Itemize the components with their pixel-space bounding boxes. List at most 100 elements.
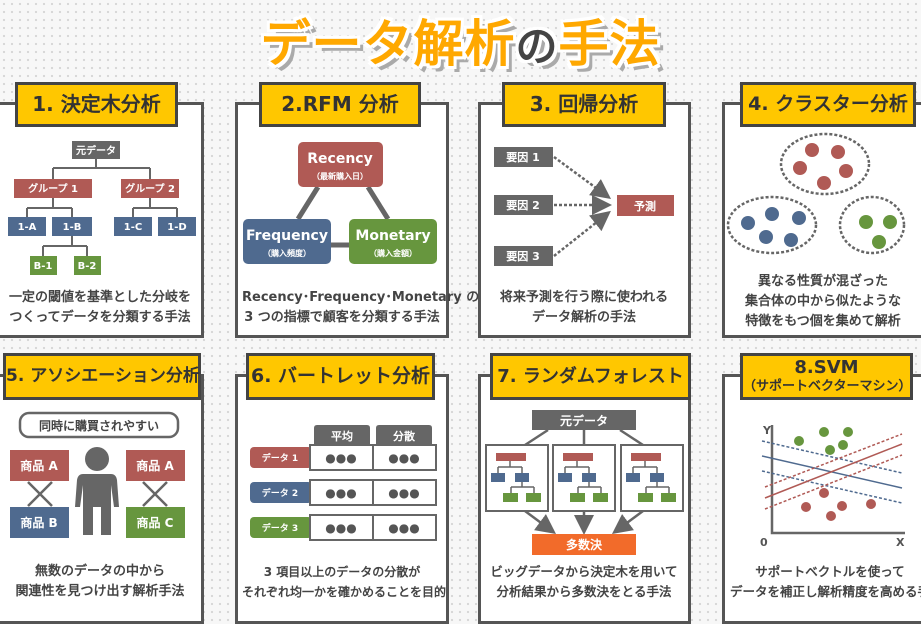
tree-sub-node — [30, 256, 57, 275]
svg-text:データ 3: データ 3 — [262, 522, 298, 534]
svg-text:要因 1: 要因 1 — [506, 151, 539, 164]
rfm-recency-node — [298, 142, 383, 187]
svg-text:商品 A: 商品 A — [136, 458, 174, 473]
mini-tree — [485, 444, 549, 512]
person-icon — [75, 447, 119, 535]
svg-text:●●●: ●●● — [388, 451, 419, 465]
svg-text:商品 C: 商品 C — [137, 515, 174, 530]
co-purchase-bubble — [18, 411, 180, 439]
svg-text:●●●: ●●● — [325, 521, 356, 535]
svg-text:●●●: ●●● — [388, 486, 419, 500]
rfm-connectors — [295, 185, 391, 248]
svg-text:データ 2: データ 2 — [262, 487, 298, 499]
svg-text:要因 3: 要因 3 — [506, 250, 539, 263]
svg-text:Recency: Recency — [307, 151, 372, 167]
svg-text:商品 A: 商品 A — [20, 458, 58, 473]
svg-text:1-D: 1-D — [167, 222, 186, 233]
forest-connectors — [524, 428, 644, 535]
mini-tree — [552, 444, 616, 512]
factor-box — [494, 147, 553, 167]
cluster-outlines — [726, 132, 906, 255]
cluster-points — [741, 143, 897, 249]
data-row: データ 3 ●●● ●●● — [250, 514, 437, 541]
svg-text:B-1: B-1 — [34, 261, 53, 272]
product-box — [126, 507, 185, 538]
factor-box — [494, 246, 553, 266]
panel-description: 一定の閾値を基準とした分岐をつくってデータを分類する手法 — [8, 290, 191, 325]
header-variance — [376, 425, 432, 445]
tree-group-node — [121, 179, 179, 198]
panel-title: 5. アソシエーション分析 — [3, 353, 201, 400]
x-axis-label: X — [896, 536, 905, 549]
svg-text:（購入頻度）: （購入頻度） — [263, 248, 311, 258]
rfm-monetary-node — [349, 219, 437, 264]
svg-text:（最新購入日）: （最新購入日） — [312, 171, 368, 181]
title-main: データ解析 — [260, 15, 516, 73]
svg-text:●●●: ●●● — [325, 486, 356, 500]
svg-text:Monetary: Monetary — [355, 228, 430, 244]
svg-text:1-B: 1-B — [63, 222, 82, 233]
tree-leaf-node — [114, 217, 152, 236]
mini-trees — [485, 444, 684, 512]
svg-text:平均: 平均 — [331, 429, 353, 443]
svg-text:Frequency: Frequency — [246, 228, 328, 244]
data-row: データ 1 ●●● ●●● — [250, 444, 437, 471]
data-row: データ 2 ●●● ●●● — [250, 479, 437, 506]
panel-title: 4. クラスター分析 — [740, 82, 916, 127]
svg-text:●●●: ●●● — [325, 451, 356, 465]
tree-root-node — [72, 141, 120, 159]
panel-title: 1. 決定木分析 — [15, 82, 178, 127]
svg-text:元データ: 元データ — [560, 413, 608, 428]
panel-title: 8.SVM （サポートベクターマシン） — [740, 353, 913, 400]
panel-description: サポートベクトルを使ってデータを補正し解析精度を高める手法 — [730, 564, 921, 599]
factor-box — [494, 195, 553, 215]
decision-tree-diagram — [26, 158, 178, 256]
svg-text:分散: 分散 — [393, 429, 416, 443]
svm-title: 8.SVM — [794, 357, 859, 378]
origin-label: 0 — [760, 536, 768, 549]
rfm-frequency-node — [243, 219, 331, 264]
prediction-box — [617, 195, 674, 216]
panel-title: 3. 回帰分析 — [502, 82, 666, 127]
tree-leaf-node — [8, 217, 46, 236]
majority-vote-box — [532, 534, 636, 555]
svg-text:1-A: 1-A — [18, 222, 37, 233]
svg-text:要因 2: 要因 2 — [506, 199, 539, 212]
panel-description: 将来予測を行う際に使われるデータ解析の手法 — [499, 290, 669, 325]
regression-arrows — [553, 155, 612, 257]
panel-description: 異なる性質が混ざった集合体の中から似たような特徴をもつ個を集めて解析 — [744, 274, 901, 329]
svg-text:多数決: 多数決 — [566, 537, 603, 552]
mini-tree — [620, 444, 684, 512]
product-box — [10, 450, 69, 481]
svg-text:1-C: 1-C — [124, 222, 142, 233]
forest-root-box — [532, 410, 636, 430]
svm-subtitle: （サポートベクターマシン） — [743, 379, 912, 394]
page-title: データ解析の手法 — [0, 4, 921, 76]
svg-text:元データ: 元データ — [76, 144, 116, 157]
product-box — [126, 450, 185, 481]
panel-title: 7. ランダムフォレスト — [490, 353, 691, 400]
tree-group-node — [14, 179, 92, 198]
panel-title: 2.RFM 分析 — [259, 82, 421, 127]
panel-description: 無数のデータの中から関連性を見つけ出す解析手法 — [15, 564, 185, 599]
panel-regression — [478, 102, 691, 338]
svm-chart: Y 0 X — [760, 424, 905, 549]
y-axis-label: Y — [762, 424, 772, 437]
panel-svm — [722, 374, 921, 624]
svg-text:予測: 予測 — [634, 199, 656, 213]
product-box — [10, 507, 69, 538]
svm-axes — [770, 425, 905, 535]
tree-leaf-node — [158, 217, 196, 236]
svg-text:商品 B: 商品 B — [20, 515, 57, 530]
title-particle: の — [515, 22, 559, 71]
svg-text:●●●: ●●● — [388, 521, 419, 535]
svg-text:グループ 1: グループ 1 — [28, 182, 78, 195]
association-cross-icon — [27, 481, 168, 507]
panel-title: 6. バートレット分析 — [246, 353, 435, 400]
svg-text:データ 1: データ 1 — [262, 452, 298, 464]
svg-text:同時に購買されやすい: 同時に購買されやすい — [39, 418, 159, 433]
svg-text:B-2: B-2 — [78, 261, 97, 272]
header-mean — [314, 425, 370, 445]
panel-description: ビッグデータから決定木を用いて分析結果から多数決をとる手法 — [490, 564, 678, 599]
